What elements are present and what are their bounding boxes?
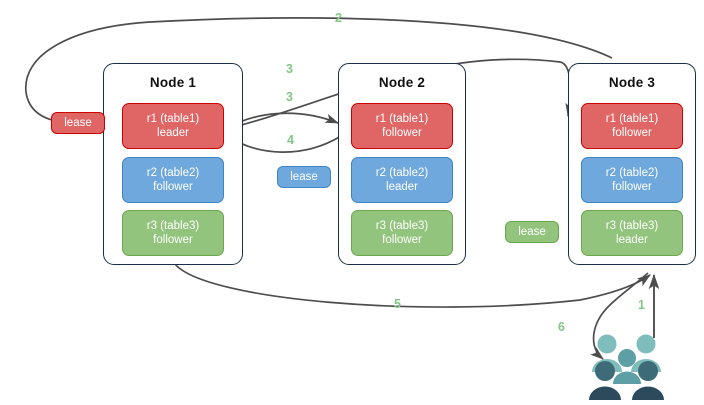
replica-name: r1 (table1) xyxy=(146,113,200,125)
node-box-2[interactable]: Node 2 r1 (table1) follower r2 (table2) … xyxy=(338,63,466,265)
step-label-4: 4 xyxy=(287,133,294,147)
replica-name: r1 (table1) xyxy=(605,113,659,125)
replica-name: r2 (table2) xyxy=(146,167,200,179)
arrow-step-6 xyxy=(590,272,649,360)
lease-badge-blue[interactable]: lease xyxy=(277,166,331,188)
replica-n2-r1[interactable]: r1 (table1) follower xyxy=(351,103,453,149)
replica-role: follower xyxy=(153,234,193,246)
replica-role: follower xyxy=(382,127,422,139)
node-box-3[interactable]: Node 3 r1 (table1) follower r2 (table2) … xyxy=(568,63,696,265)
replica-n2-r3[interactable]: r3 (table3) follower xyxy=(351,210,453,256)
replica-name: r3 (table3) xyxy=(605,220,659,232)
replica-n3-r2[interactable]: r2 (table2) follower xyxy=(581,157,683,203)
replica-role: follower xyxy=(612,127,652,139)
replica-n2-r2[interactable]: r2 (table2) leader xyxy=(351,157,453,203)
replica-role: leader xyxy=(386,181,418,193)
lease-badge-green[interactable]: lease xyxy=(505,221,559,243)
node-box-1[interactable]: Node 1 r1 (table1) leader r2 (table2) fo… xyxy=(103,63,243,265)
replica-n3-r1[interactable]: r1 (table1) follower xyxy=(581,103,683,149)
replica-n3-r3[interactable]: r3 (table3) leader xyxy=(581,210,683,256)
step-label-3-a: 3 xyxy=(286,62,293,76)
step-label-6: 6 xyxy=(558,320,565,334)
replica-name: r2 (table2) xyxy=(605,167,659,179)
node-title-3: Node 3 xyxy=(608,75,656,90)
replica-name: r2 (table2) xyxy=(375,167,429,179)
replica-name: r3 (table3) xyxy=(146,220,200,232)
step-label-3-b: 3 xyxy=(286,90,293,104)
replica-role: follower xyxy=(382,234,422,246)
replica-role: follower xyxy=(153,181,193,193)
step-label-5: 5 xyxy=(394,297,401,311)
step-label-1: 1 xyxy=(638,298,645,312)
replica-n1-r2[interactable]: r2 (table2) follower xyxy=(122,157,224,203)
replica-role: leader xyxy=(616,234,648,246)
node-title-2: Node 2 xyxy=(378,75,426,90)
lease-label: lease xyxy=(518,226,546,238)
replica-n1-r3[interactable]: r3 (table3) follower xyxy=(122,210,224,256)
replica-name: r1 (table1) xyxy=(375,113,429,125)
step-label-2: 2 xyxy=(335,11,342,25)
arrow-step-5 xyxy=(174,263,651,308)
lease-label: lease xyxy=(290,171,318,183)
replica-role: follower xyxy=(612,181,652,193)
replica-name: r3 (table3) xyxy=(375,220,429,232)
arrow-step-2 xyxy=(25,17,613,128)
replica-role: leader xyxy=(157,127,189,139)
replica-n1-r1[interactable]: r1 (table1) leader xyxy=(122,103,224,149)
node-title-1: Node 1 xyxy=(149,75,197,90)
